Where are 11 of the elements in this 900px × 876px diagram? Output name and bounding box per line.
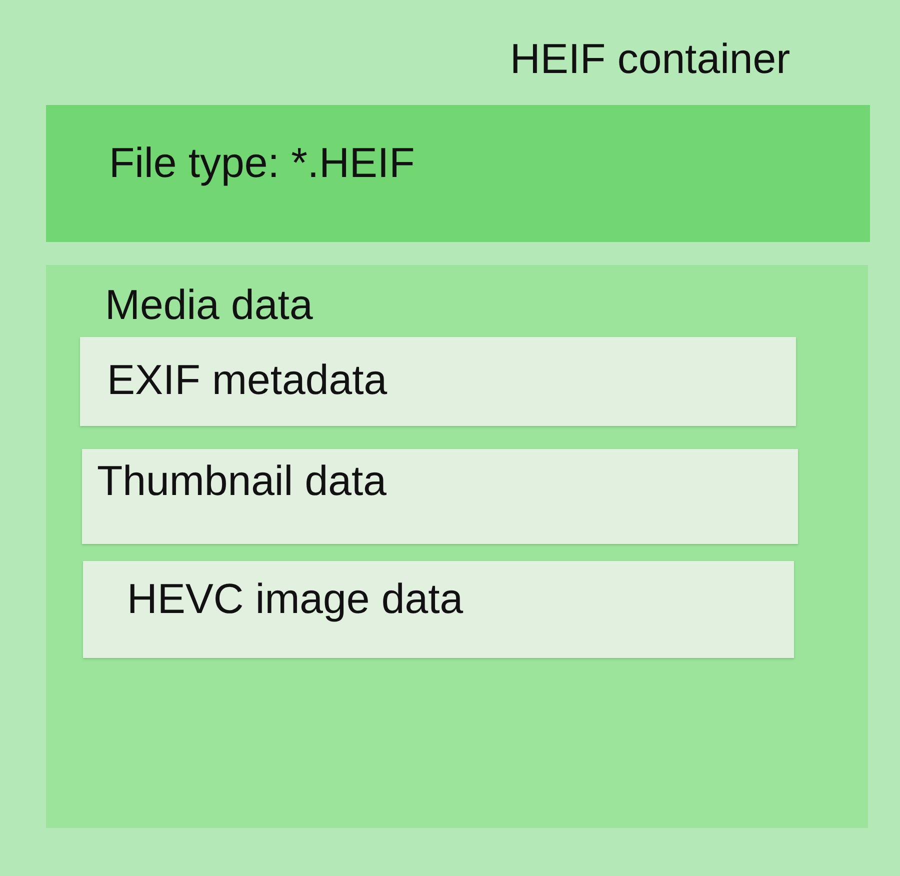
block-label: EXIF metadata [107,356,388,404]
data-block [83,561,794,658]
file-type-band [46,105,870,242]
file-type-label: File type: *.HEIF [109,139,415,188]
media-data-box [46,265,868,828]
data-block [80,337,796,426]
section-title: Media data [105,281,313,330]
data-block [82,449,798,544]
container-title: HEIF container [510,35,790,84]
block-label: HEVC image data [127,575,464,624]
block-label: Thumbnail data [97,457,387,506]
